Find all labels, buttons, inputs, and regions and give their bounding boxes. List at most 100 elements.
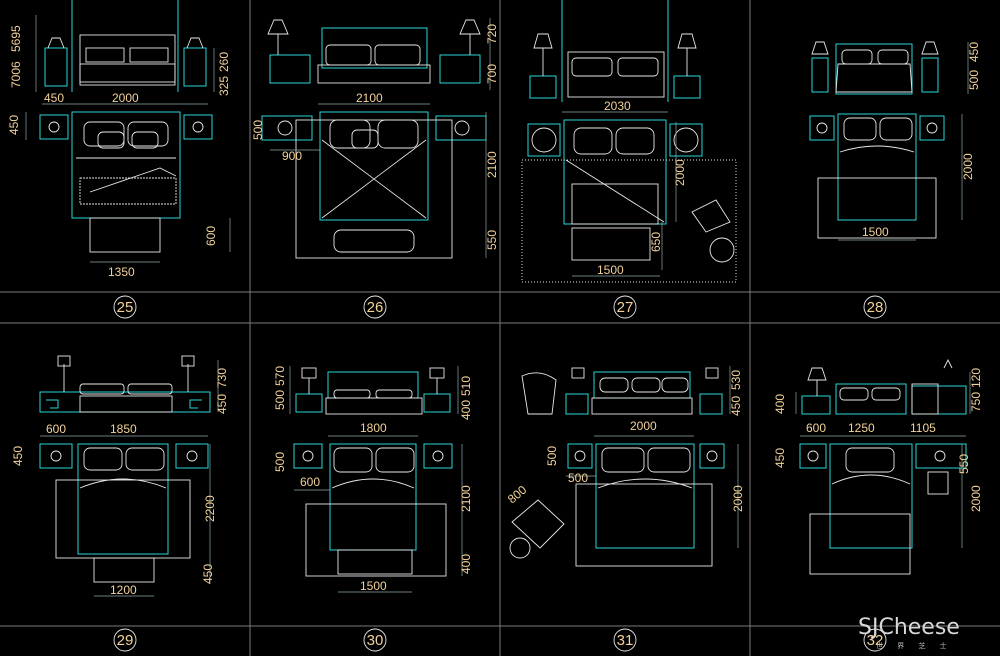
dim-600: 600 [806, 421, 826, 435]
dim-500: 500 [545, 446, 559, 466]
dim-1105: 1105 [910, 421, 936, 435]
panel-30: 500 570 400 510 1800 500 600 2100 400 15… [273, 366, 473, 593]
panel-25: 7006 5695 260 325 450 2000 450 600 1350 [7, 0, 231, 279]
panel-number-30: 30 [367, 632, 384, 649]
panel-31-plan [509, 443, 725, 567]
panel-29-elevation [39, 355, 211, 413]
dim-450: 450 [44, 91, 64, 105]
dim-500: 500 [251, 120, 265, 140]
dim-720: 720 [485, 24, 499, 44]
dim-450-c: 450 [201, 564, 215, 584]
dim-1500: 1500 [597, 263, 624, 277]
dim-2100: 2100 [356, 91, 383, 105]
dim-1250: 1250 [848, 421, 875, 435]
dim-700: 700 [485, 64, 499, 84]
dim-500: 500 [273, 390, 287, 410]
dim-400: 400 [459, 400, 473, 420]
dim-450: 450 [967, 42, 981, 62]
dim-7006: 7006 [9, 61, 23, 88]
dim-1500: 1500 [862, 225, 889, 239]
panel-28-plan [809, 113, 945, 239]
panel-29-dimensions: 730 450 600 1850 450 2200 450 1200 [11, 360, 229, 597]
dim-550: 550 [485, 230, 499, 250]
panel-number-27: 27 [617, 299, 634, 316]
panel-26-elevation [267, 19, 481, 84]
panel-30-plan [293, 443, 453, 577]
panel-25-elevation [44, 0, 207, 92]
dim-400-b: 400 [459, 554, 473, 574]
panel-25-plan [39, 111, 213, 253]
dim-600: 600 [204, 226, 218, 246]
dim-1200: 1200 [110, 583, 137, 597]
panel-27-elevation [529, 0, 701, 102]
dim-1500: 1500 [360, 579, 387, 593]
dim-325: 325 [217, 76, 231, 96]
dim-600: 600 [300, 475, 320, 489]
dim-120: 120 [969, 368, 983, 388]
dim-550: 550 [957, 454, 971, 474]
dim-5695: 5695 [9, 25, 23, 52]
panel-31-dimensions: 530 450 2000 500 500 800 2000 [505, 366, 745, 548]
panel-numbers: 25 26 27 28 29 30 31 32 [113, 295, 887, 652]
panel-number-31: 31 [617, 632, 634, 649]
panel-27-dimensions: 2030 2000 650 1500 [562, 99, 687, 277]
dim-650: 650 [649, 232, 663, 252]
dim-450-b: 450 [11, 446, 25, 466]
dim-2100: 2100 [459, 485, 473, 512]
panel-32-elevation [801, 358, 967, 415]
dim-450: 450 [729, 396, 743, 416]
dim-2000-v: 2000 [731, 485, 745, 512]
dim-1800: 1800 [360, 421, 387, 435]
panel-26-plan [261, 111, 487, 259]
dim-570: 570 [273, 366, 287, 386]
dim-900: 900 [282, 149, 302, 163]
dim-1350: 1350 [108, 265, 135, 279]
dim-260: 260 [217, 52, 231, 72]
panel-32: 400 750 120 600 1250 1105 450 550 2000 [773, 358, 983, 575]
panel-32-dimensions: 400 750 120 600 1250 1105 450 550 2000 [773, 368, 983, 548]
dim-750: 750 [969, 392, 983, 412]
panel-28: 450 500 2000 1500 [809, 41, 981, 241]
dim-450-b: 450 [7, 115, 21, 135]
panel-26-dimensions: 720 700 2100 500 900 2100 550 [251, 18, 499, 258]
panel-30-dimensions: 500 570 400 510 1800 500 600 2100 400 15… [273, 366, 473, 593]
dim-530: 530 [729, 370, 743, 390]
dim-500-b: 500 [273, 452, 287, 472]
dim-2000: 2000 [961, 153, 975, 180]
dim-2000: 2000 [673, 159, 687, 186]
dim-1850: 1850 [110, 422, 137, 436]
panel-26: 720 700 2100 500 900 2100 550 [251, 18, 499, 259]
panel-30-elevation [295, 367, 451, 415]
dim-400: 400 [773, 394, 787, 414]
dim-2100-v: 2100 [485, 151, 499, 178]
dim-730: 730 [215, 368, 229, 388]
panel-27-plan [521, 119, 737, 283]
dim-510: 510 [459, 376, 473, 396]
dim-450: 450 [773, 448, 787, 468]
panel-number-26: 26 [367, 299, 384, 316]
panel-32-plan [799, 443, 967, 575]
dim-2000: 2000 [969, 485, 983, 512]
dim-500: 500 [967, 70, 981, 90]
dim-2000: 2000 [112, 91, 139, 105]
panel-29: 730 450 600 1850 450 2200 450 1200 [11, 355, 229, 597]
dim-600: 600 [46, 422, 66, 436]
watermark: SJCheese 世 界 芝 士 [858, 615, 960, 650]
panel-number-25: 25 [117, 299, 134, 316]
panel-number-28: 28 [867, 299, 884, 316]
panel-25-dimensions: 7006 5695 260 325 450 2000 450 600 1350 [7, 15, 231, 279]
panel-28-elevation [811, 41, 939, 95]
dim-450: 450 [215, 394, 229, 414]
panel-number-29: 29 [117, 632, 134, 649]
watermark-subtitle: 世 界 芝 士 [876, 641, 953, 650]
panel-31-elevation [521, 367, 723, 415]
panel-27: 2030 2000 650 1500 [521, 0, 737, 283]
panel-31: 530 450 2000 500 500 800 2000 [505, 366, 745, 567]
panel-29-plan [39, 443, 209, 583]
dim-800: 800 [505, 482, 530, 506]
dim-2000: 2000 [630, 419, 657, 433]
panel-28-dimensions: 450 500 2000 1500 [838, 42, 981, 241]
